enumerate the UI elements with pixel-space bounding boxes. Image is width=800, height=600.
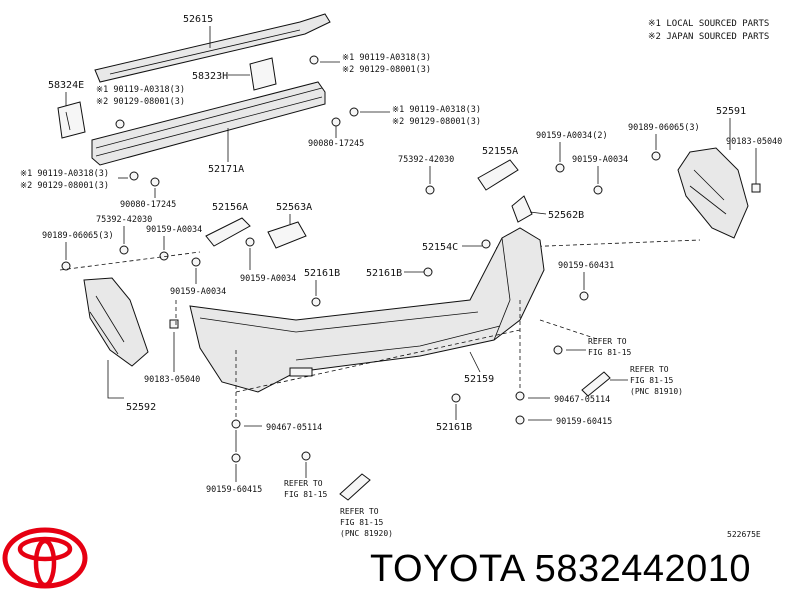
fastener-90129-08001-top: ※2 90129-08001(3) xyxy=(342,65,431,75)
fastener-90467-05114-left: 90467-05114 xyxy=(266,423,322,433)
fastener-90183-05040-right: 90183-05040 xyxy=(726,137,782,147)
fastener-90119-a0318-low: ※1 90119-A0318(3) xyxy=(20,169,109,179)
refer-note-1b: FIG 81-15 xyxy=(588,348,632,357)
fastener-90080-17245-right: 90080-17245 xyxy=(308,139,364,149)
refer-note-4a: REFER TO xyxy=(340,507,379,516)
bracket-58324E xyxy=(57,101,86,139)
bracket-52156A xyxy=(205,217,251,247)
bumper-cover-52159 xyxy=(189,227,545,393)
bracket-52563A xyxy=(267,221,307,249)
diagram-code: 522675E xyxy=(727,530,761,539)
fastener-75392-42030-right: 75392-42030 xyxy=(398,155,454,165)
reflector-left xyxy=(339,473,371,501)
fastener-90129-08001-mid: ※2 90129-08001(3) xyxy=(392,117,481,127)
fastener-90159-a0034-l3: 90159-A0034 xyxy=(240,274,296,284)
refer-note-2b: FIG 81-15 xyxy=(630,376,674,385)
label-52155A: 52155A xyxy=(482,146,518,157)
label-52156A: 52156A xyxy=(212,202,248,213)
side-bracket-52592 xyxy=(83,277,149,367)
refer-note-2a: REFER TO xyxy=(630,365,669,374)
fastener-90159-60431: 90159-60431 xyxy=(558,261,614,271)
fastener-90159-60415-right: 90159-60415 xyxy=(556,417,612,427)
label-52171A: 52171A xyxy=(208,164,244,175)
brand-part-number: TOYOTA 5832442010 xyxy=(370,548,752,590)
reinforcement-52171A xyxy=(91,81,326,166)
reflector-right xyxy=(581,371,611,397)
fastener-90119-a0318-left: ※1 90119-A0318(3) xyxy=(96,85,185,95)
label-52161B-left: 52161B xyxy=(304,268,340,279)
fastener-90189-06065-left: 90189-06065(3) xyxy=(42,231,114,241)
label-52563A: 52563A xyxy=(276,202,312,213)
fastener-90159-a0034-2: 90159-A0034(2) xyxy=(536,131,608,141)
label-58324E: 58324E xyxy=(48,80,84,91)
label-52562B: 52562B xyxy=(548,210,584,221)
label-52154C: 52154C xyxy=(422,242,458,253)
fastener-90159-a0034-r: 90159-A0034 xyxy=(572,155,628,165)
label-52615: 52615 xyxy=(183,14,213,25)
fastener-90119-a0318-mid: ※1 90119-A0318(3) xyxy=(392,105,481,115)
bracket-52562B xyxy=(511,195,533,223)
label-52161B-bottom: 52161B xyxy=(436,422,472,433)
fastener-90159-a0034-l2: 90159-A0034 xyxy=(170,287,226,297)
bracket-52155A xyxy=(477,159,519,191)
refer-note-3b: FIG 81-15 xyxy=(284,490,328,499)
side-bracket-52591 xyxy=(677,147,749,239)
fastener-90159-60415-left: 90159-60415 xyxy=(206,485,262,495)
fastener-90183-05040-left: 90183-05040 xyxy=(144,375,200,385)
legend-local: ※1 LOCAL SOURCED PARTS xyxy=(648,19,769,29)
fastener-90159-a0034-l1: 90159-A0034 xyxy=(146,225,202,235)
label-52159: 52159 xyxy=(464,374,494,385)
fastener-90119-a0318-top: ※1 90119-A0318(3) xyxy=(342,53,431,63)
refer-note-4c: (PNC 81920) xyxy=(340,529,393,538)
label-52591: 52591 xyxy=(716,106,746,117)
legend-japan: ※2 JAPAN SOURCED PARTS xyxy=(648,32,769,42)
label-52592: 52592 xyxy=(126,402,156,413)
refer-note-4b: FIG 81-15 xyxy=(340,518,384,527)
refer-note-2c: (PNC 81910) xyxy=(630,387,683,396)
fastener-90129-08001-low: ※2 90129-08001(3) xyxy=(20,181,109,191)
toyota-logo xyxy=(2,527,88,589)
fastener-90080-17245-left: 90080-17245 xyxy=(120,200,176,210)
refer-note-3a: REFER TO xyxy=(284,479,323,488)
label-52161B-center: 52161B xyxy=(366,268,402,279)
bracket-58323H xyxy=(249,57,277,91)
fastener-90467-05114-right: 90467-05114 xyxy=(554,395,610,405)
reinforcement-52615 xyxy=(94,13,331,83)
fastener-75392-42030-left: 75392-42030 xyxy=(96,215,152,225)
label-58323H: 58323H xyxy=(192,71,228,82)
fastener-90129-08001-left: ※2 90129-08001(3) xyxy=(96,97,185,107)
fastener-90189-06065-right: 90189-06065(3) xyxy=(628,123,700,133)
refer-note-1a: REFER TO xyxy=(588,337,627,346)
